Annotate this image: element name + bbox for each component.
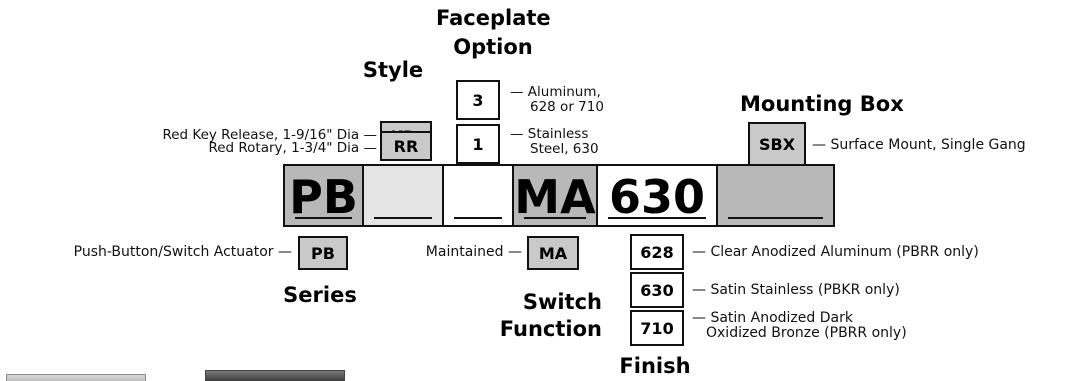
finish-segment-underline [608, 217, 706, 219]
mounting-box-option-code: SBX [759, 135, 795, 154]
mounting-box-segment-underline [728, 217, 823, 219]
switch-function-title: Switch Function [482, 290, 602, 342]
style-option-box: RR [380, 131, 432, 161]
faceplate-segment [442, 164, 514, 227]
finish-option-code: 628 [640, 243, 673, 262]
function-option-box: MA [527, 236, 579, 270]
style-title: Style [352, 58, 434, 83]
faceplate-option-code: 1 [472, 135, 483, 154]
mounting-box-option-desc: — Surface Mount, Single Gang [812, 138, 1026, 153]
mounting-box-segment [716, 164, 835, 227]
faceplate-desc-line2: Steel, 630 [510, 142, 599, 157]
faceplate-option-box: 1 [456, 124, 500, 164]
function-segment: MA [512, 164, 598, 227]
finish-option-desc: — Clear Anodized Aluminum (PBRR only) [692, 245, 979, 260]
mounting-box-option-box: SBX [748, 122, 806, 166]
faceplate-option-code: 3 [472, 91, 483, 110]
series-segment: PB [283, 164, 364, 227]
faceplate-option-desc: — Stainless Steel, 630 [510, 127, 599, 157]
faceplate-desc-line1: — Stainless [510, 127, 599, 142]
finish-option-box: 710 [630, 310, 684, 346]
finish-option-desc: — Satin Anodized Dark Oxidized Bronze (P… [692, 311, 907, 341]
style-segment-underline [374, 217, 432, 219]
switch-title-line2: Function [482, 317, 602, 342]
series-option-desc: Push-Button/Switch Actuator — [0, 245, 292, 260]
faceplate-title-line1: Faceplate [436, 6, 550, 31]
finish-option-desc: — Satin Stainless (PBKR only) [692, 283, 900, 298]
finish-option-box: 630 [630, 272, 684, 308]
product-photo-dark [205, 370, 345, 381]
finish-title: Finish [610, 354, 700, 379]
series-option-box: PB [298, 236, 348, 270]
function-segment-underline [524, 217, 586, 219]
finish-option-code: 630 [640, 281, 673, 300]
style-option-code: RR [394, 137, 419, 156]
faceplate-option-desc: — Aluminum, 628 or 710 [510, 85, 604, 115]
finish-option-box: 628 [630, 234, 684, 270]
faceplate-option-box: 3 [456, 80, 500, 120]
faceplate-desc-line2: 628 or 710 [510, 100, 604, 115]
style-option-desc: Red Rotary, 1-3/4" Dia — [80, 141, 377, 156]
finish-segment: 630 [596, 164, 718, 227]
product-photo-brushed [6, 374, 146, 381]
switch-title-line1: Switch [482, 290, 602, 315]
finish-desc-line1: — Satin Anodized Dark [692, 311, 907, 326]
finish-desc-line2: Oxidized Bronze (PBRR only) [692, 326, 907, 341]
function-option-code: MA [539, 244, 567, 263]
finish-segment-value: 630 [598, 172, 716, 222]
series-option-code: PB [311, 244, 335, 263]
finish-option-code: 710 [640, 319, 673, 338]
series-segment-value: PB [285, 172, 362, 222]
faceplate-segment-underline [454, 217, 502, 219]
series-title: Series [270, 283, 370, 308]
faceplate-desc-line1: — Aluminum, [510, 85, 604, 100]
faceplate-option-title: Faceplate Option [436, 6, 550, 60]
mounting-box-title: Mounting Box [740, 92, 930, 117]
function-segment-value: MA [514, 172, 596, 222]
function-option-desc: Maintained — [380, 245, 522, 260]
series-segment-underline [295, 217, 352, 219]
style-segment [362, 164, 444, 227]
faceplate-title-line2: Option [436, 35, 550, 60]
